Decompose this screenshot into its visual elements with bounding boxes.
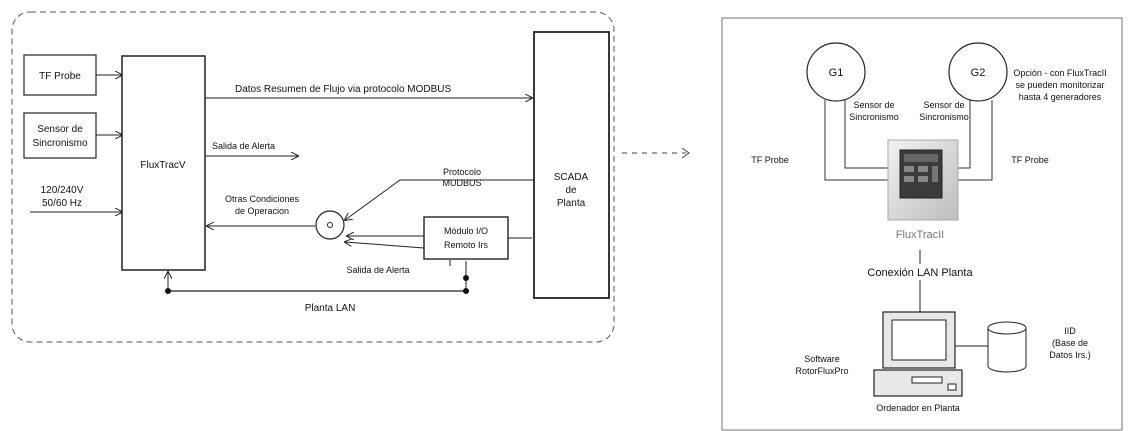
fluxtrac-device-icon: [887, 139, 959, 221]
tf-probe-right-label: TF Probe: [1011, 155, 1049, 165]
io-module-label-1: Módulo I/O: [444, 226, 488, 236]
tf-probe-box: TF Probe: [23, 54, 97, 96]
scada-label-3: Planta: [557, 198, 586, 209]
protocol-label-1: Protocolo: [443, 167, 481, 177]
sensor2-label-2: Sincronismo: [919, 112, 969, 122]
option-text-2: se pueden monitorizar: [1015, 80, 1104, 90]
generator-g1: G1: [806, 42, 866, 102]
other-conditions-label-1: Otras Condiciones: [225, 194, 300, 204]
plant-lan-label: Planta LAN: [305, 303, 356, 314]
other-conditions-label-2: de Operacion: [235, 206, 289, 216]
io-junction-center: [327, 222, 333, 228]
lan-connection-label: Conexión LAN Planta: [867, 267, 973, 279]
protocol-label-2: MUDBUS: [442, 178, 481, 188]
fluxtrac-label: FluxTracV: [140, 160, 186, 171]
fluxtrac-device-label: FluxTracII: [896, 229, 945, 241]
database-label-2: (Base de: [1052, 338, 1088, 348]
scada-label-1: SCADA: [554, 172, 589, 183]
tf-probe-label: TF Probe: [39, 71, 81, 82]
software-label-2: RotorFluxPro: [795, 366, 848, 376]
software-label-1: Software: [804, 354, 840, 364]
computer-icon: [873, 311, 963, 397]
alert-output-2-label: Salida de Alerta: [346, 265, 409, 275]
io-module-label-2: Remoto Irs: [444, 240, 489, 250]
fluxtrac-box: FluxTracV: [121, 55, 206, 271]
system-boundary: [11, 11, 615, 343]
io-module-box: Módulo I/O Remoto Irs: [423, 216, 509, 260]
g2-label: G2: [971, 67, 986, 79]
database-label-3: Datos Irs.): [1049, 350, 1091, 360]
computer-label: Ordenador en Planta: [876, 403, 960, 413]
g1-label: G1: [829, 67, 844, 79]
option-text-1: Opción - con FluxTracII: [1013, 68, 1106, 78]
database-icon: [987, 321, 1027, 373]
sync-sensor-label-2: Sincronismo: [32, 138, 87, 149]
generator-g2: G2: [948, 42, 1008, 102]
scada-box: SCADA de Planta: [533, 31, 610, 299]
sensor2-label-1: Sensor de: [923, 100, 964, 110]
modbus-summary-label: Datos Resumen de Flujo via protocolo MOD…: [235, 84, 452, 95]
power-label-2: 50/60 Hz: [42, 198, 82, 209]
sync-sensor-label-1: Sensor de: [37, 124, 83, 135]
alert-output-label: Salida de Alerta: [212, 141, 275, 151]
tf-probe-left-label: TF Probe: [751, 155, 789, 165]
scada-label-2: de: [565, 185, 577, 196]
sensor1-label-2: Sincronismo: [849, 112, 899, 122]
sensor1-label-1: Sensor de: [853, 100, 894, 110]
sync-sensor-box: Sensor de Sincronismo: [23, 112, 97, 159]
power-label-1: 120/240V: [41, 185, 84, 196]
option-text-3: hasta 4 generadores: [1019, 92, 1102, 102]
database-label-1: IID: [1064, 326, 1076, 336]
